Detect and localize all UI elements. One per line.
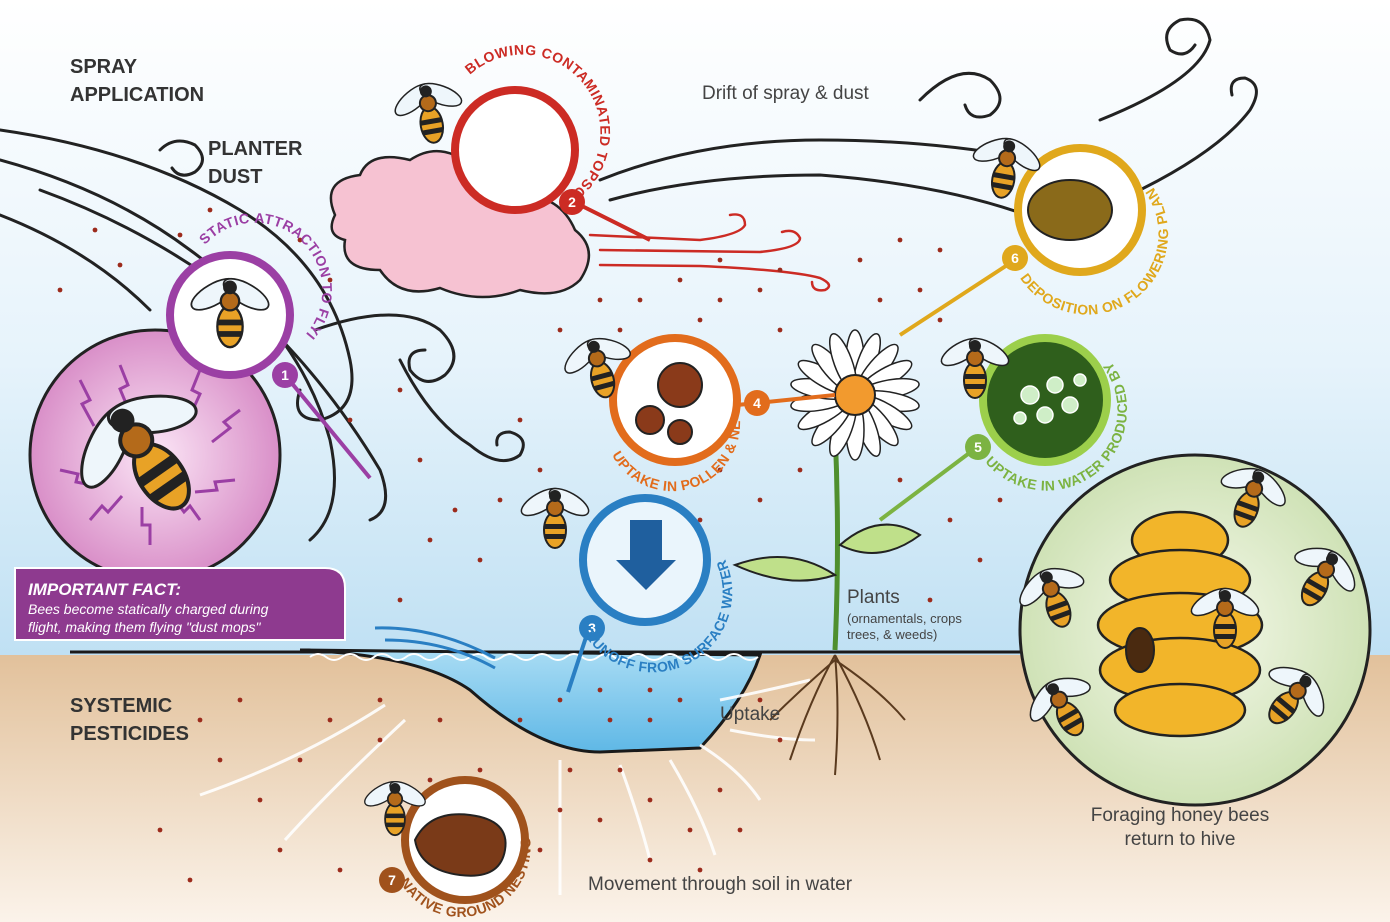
uptake-label: Uptake <box>720 704 780 725</box>
movement-label: Movement through soil in water <box>588 874 853 895</box>
important-fact-box: IMPORTANT FACT: Bees become statically c… <box>15 568 345 640</box>
fact-line-1: Bees become statically charged during <box>28 601 269 617</box>
hive-illustration <box>1020 455 1370 805</box>
systemic-pesticides-label-1: SYSTEMIC <box>70 695 172 717</box>
foraging-label-1: Foraging honey bees <box>1091 805 1270 826</box>
plants-sublabel-1: (ornamentals, crops <box>847 611 962 626</box>
planter-dust-label-2: DUST <box>208 166 262 188</box>
route-4-number: 4 <box>753 395 761 411</box>
systemic-pesticides-label-2: PESTICIDES <box>70 723 189 745</box>
plants-label: Plants <box>847 587 900 608</box>
route-5-number: 5 <box>974 439 982 455</box>
fact-line-2: flight, making them flying "dust mops" <box>28 619 262 635</box>
route-1-number: 1 <box>281 367 289 383</box>
plants-sublabel-2: trees, & weeds) <box>847 627 937 642</box>
fact-title: IMPORTANT FACT: <box>28 580 181 599</box>
route-7-number: 7 <box>388 872 396 888</box>
spray-application-label-2: APPLICATION <box>70 84 204 106</box>
drift-label: Drift of spray & dust <box>702 83 870 104</box>
route-6-number: 6 <box>1011 250 1019 266</box>
foraging-label-2: return to hive <box>1125 829 1236 850</box>
planter-dust-label-1: PLANTER <box>208 138 303 160</box>
spray-application-label-1: SPRAY <box>70 56 138 78</box>
